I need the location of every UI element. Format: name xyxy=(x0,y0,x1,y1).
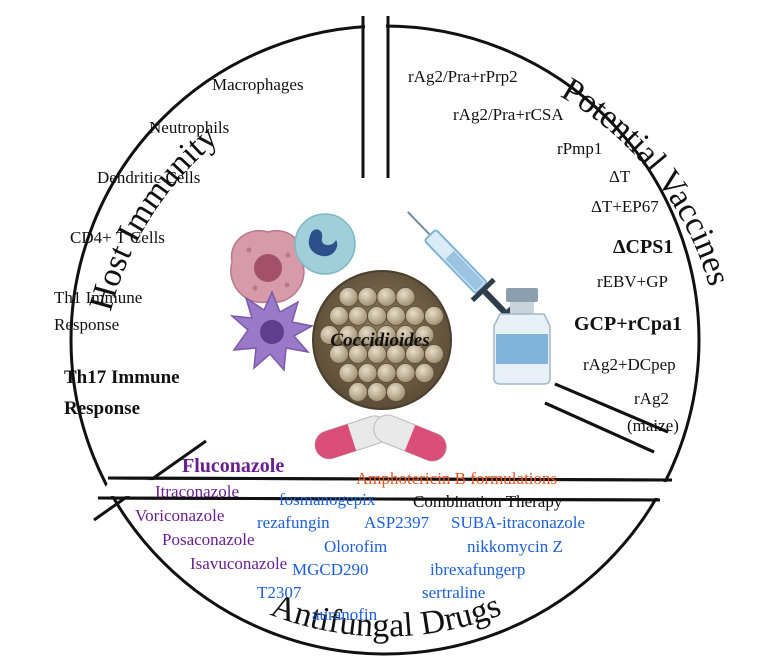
endospore xyxy=(414,363,435,383)
endospore xyxy=(357,287,378,307)
endospore xyxy=(386,306,406,326)
investigational-item: ASP2397 xyxy=(364,513,430,532)
endospore xyxy=(424,306,444,326)
investigational-item: auranofin xyxy=(312,605,378,624)
endospore xyxy=(348,382,368,402)
investigational-item: nikkomycin Z xyxy=(467,537,563,556)
host-item: Response xyxy=(54,315,119,334)
combination-item: Combination Therapy xyxy=(413,492,563,511)
vaccine-item: rAg2+DCpep xyxy=(583,355,676,374)
antifungal-list: Fluconazole Itraconazole Voriconazole Po… xyxy=(135,455,585,624)
investigational-item: sertraline xyxy=(422,583,485,602)
vaccine-item: rPmp1 xyxy=(557,139,602,158)
host-immunity-title: Host Immunity xyxy=(83,118,225,314)
investigational-item: MGCD290 xyxy=(292,560,369,579)
organism-label: Coccidioides xyxy=(330,330,429,351)
azole-heading: Fluconazole xyxy=(182,455,284,477)
host-item: Neutrophils xyxy=(149,118,229,137)
vaccine-item: rAg2/Pra+rCSA xyxy=(453,105,564,124)
azole-item: Itraconazole xyxy=(155,482,239,501)
divider-gap-bottom xyxy=(100,480,670,498)
endospore xyxy=(367,382,387,402)
endospore xyxy=(386,382,406,402)
endospore xyxy=(376,287,397,307)
vaccine-item: ΔCPS1 xyxy=(613,236,673,258)
endospore xyxy=(357,363,378,383)
investigational-item: SUBA-itraconazole xyxy=(451,513,585,532)
investigational-item: ibrexafungerp xyxy=(430,560,525,579)
azole-item: Voriconazole xyxy=(135,506,224,525)
investigational-item: rezafungin xyxy=(257,513,330,532)
vaccine-item: GCP+rCpa1 xyxy=(574,313,682,335)
host-emphasis: Th17 Immune xyxy=(64,367,180,388)
vaccine-item: rEBV+GP xyxy=(597,272,668,291)
host-immunity-list: Macrophages Neutrophils Dendritic Cells … xyxy=(54,75,304,419)
host-item: Th1 Immune xyxy=(54,288,142,307)
vaccine-item: rAg2 xyxy=(634,389,669,408)
spherule-icon xyxy=(312,270,452,410)
host-item: CD4+ T Cells xyxy=(70,228,165,247)
vaccine-item: (maize) xyxy=(627,416,679,435)
vaccine-item: ΔT+EP67 xyxy=(591,197,659,216)
endospore xyxy=(338,287,359,307)
host-emphasis: Response xyxy=(64,398,140,419)
endospore xyxy=(424,344,444,364)
investigational-item: fosmanogepix xyxy=(279,490,376,509)
macrophage-icon xyxy=(230,229,305,304)
endospore xyxy=(395,287,416,307)
neutrophil-icon xyxy=(294,213,356,275)
capsule-icon xyxy=(314,414,447,462)
vaccine-item: rAg2/Pra+rPrp2 xyxy=(408,67,518,86)
endospore xyxy=(376,363,397,383)
polyene-item: Amphotericin B formulations xyxy=(356,469,557,488)
azole-item: Isavuconazole xyxy=(190,554,287,573)
divider-gap-top xyxy=(365,14,386,180)
divider-strokes xyxy=(97,16,673,502)
endospore xyxy=(329,306,349,326)
endospore xyxy=(414,325,435,345)
vial-icon xyxy=(493,288,551,385)
investigational-item: Olorofim xyxy=(324,537,387,556)
azole-item: Posaconazole xyxy=(162,530,255,549)
endospore xyxy=(348,306,368,326)
vaccine-list: rAg2/Pra+rPrp2 rAg2/Pra+rCSA rPmp1 ΔT ΔT… xyxy=(408,67,682,435)
endospore xyxy=(405,306,425,326)
divider-gap-right xyxy=(546,386,666,449)
investigational-item: T2307 xyxy=(257,583,302,602)
endospore xyxy=(395,363,416,383)
dendritic-cell-icon xyxy=(229,290,315,372)
endospore xyxy=(367,306,387,326)
host-item: Dendritic Cells xyxy=(97,168,200,187)
endospore xyxy=(338,363,359,383)
host-item: Macrophages xyxy=(212,75,304,94)
vaccine-item: ΔT xyxy=(609,167,631,186)
